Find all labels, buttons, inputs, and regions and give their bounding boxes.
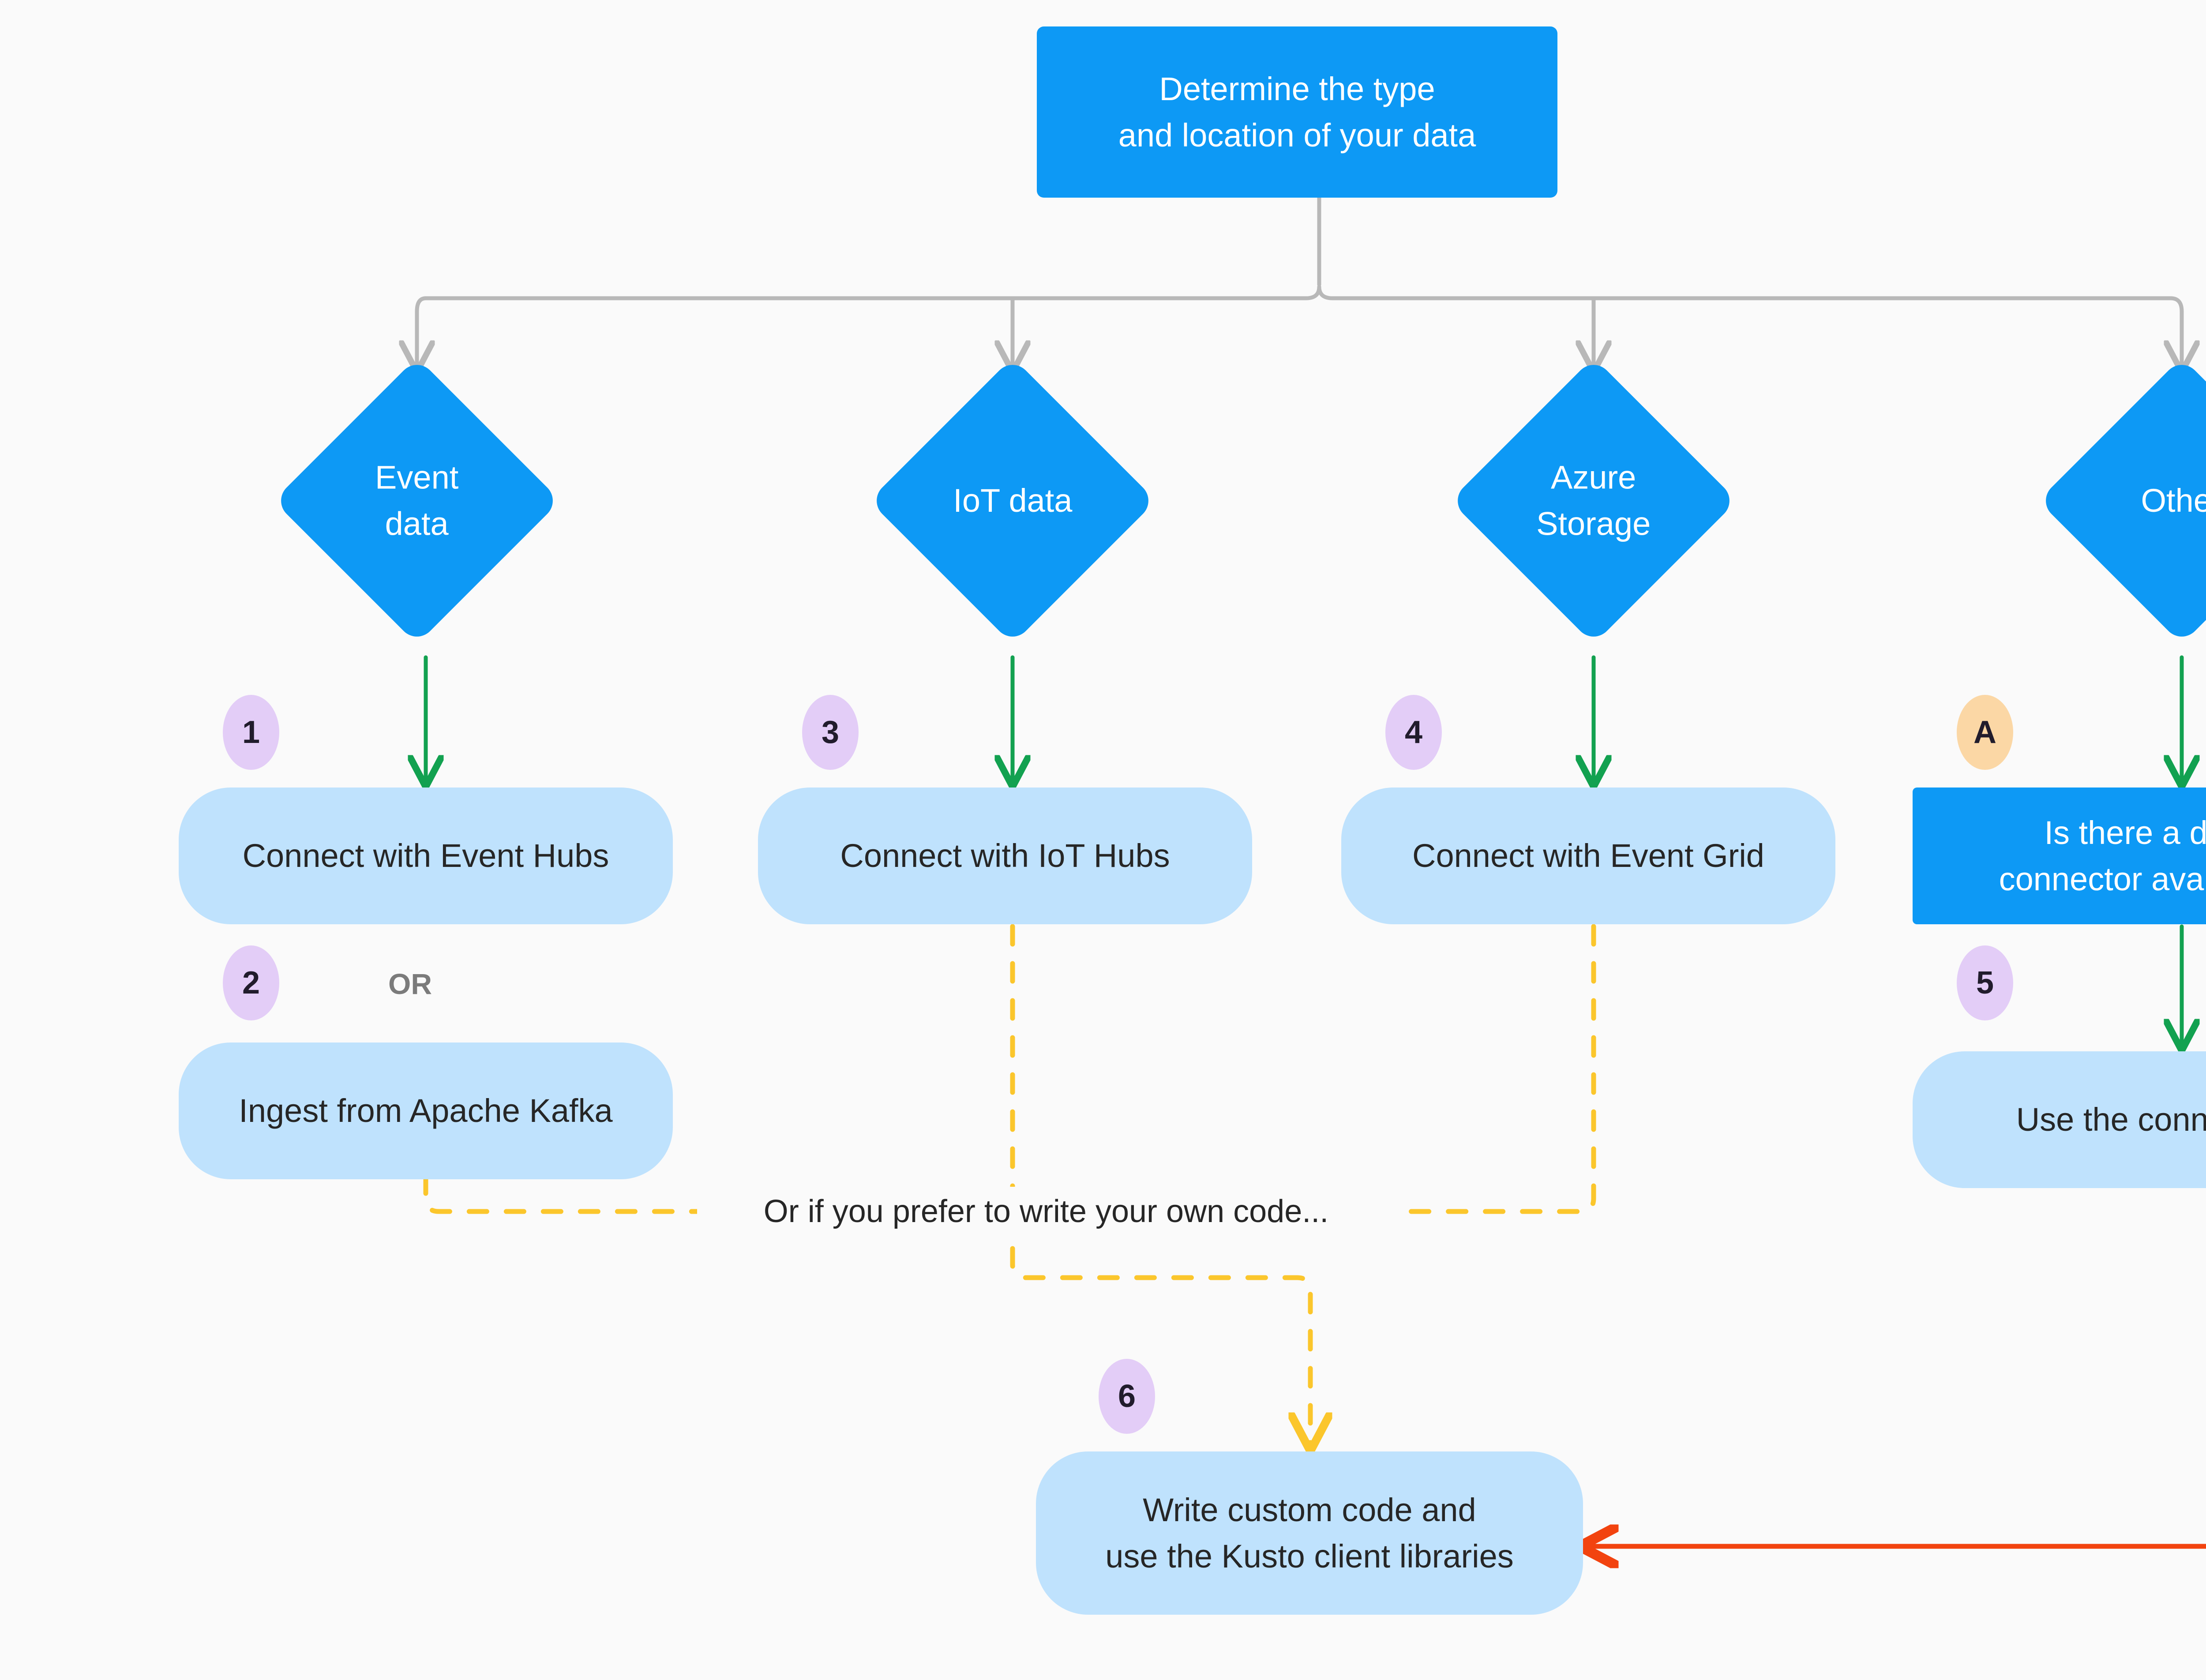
node-label: Ingest from Apache Kafka [239, 1092, 613, 1129]
edge-to-custom-code [1010, 1209, 1310, 1449]
edge-label-custom-code-note-text: Or if you prefer to write your own code.… [763, 1194, 1329, 1229]
node-use-the-connector[interactable]: Use the connector [1913, 1051, 2206, 1188]
badge-label: 4 [1404, 715, 1423, 750]
edge-root-split [417, 195, 2182, 371]
edge-no-path [1582, 851, 2206, 1546]
node-label: Connect with IoT Hubs [840, 837, 1170, 874]
badge-a: A [1957, 695, 2013, 770]
edge-event-grid-to-custom-branch [1317, 924, 1596, 1214]
node-label-line2: and location of your data [1118, 117, 1476, 154]
node-is-there-a-data-connector[interactable]: Is there a data connector available? [1913, 788, 2206, 924]
node-iot-data-label-wrap: IoT data [953, 477, 1072, 524]
node-connect-with-iot-hubs[interactable]: Connect with IoT Hubs [758, 788, 1252, 924]
edge-label-custom-code-note: Or if you prefer to write your own code.… [697, 1187, 1395, 1236]
badge-label: 1 [242, 715, 260, 750]
node-write-custom-code[interactable]: Write custom code and use the Kusto clie… [1036, 1451, 1583, 1615]
node-label: Connect with Event Grid [1412, 837, 1764, 874]
edge-label-or: OR [388, 964, 432, 1004]
node-determine-type-location[interactable]: Determine the type and location of your … [1037, 26, 1557, 198]
node-iot-data[interactable]: IoT data [869, 357, 1156, 645]
node-label-line1: IoT data [953, 482, 1073, 519]
node-ingest-from-apache-kafka[interactable]: Ingest from Apache Kafka [179, 1042, 673, 1179]
node-label-line1: Other [2141, 482, 2206, 519]
badge-label: 3 [821, 715, 840, 750]
node-other[interactable]: Other [2038, 357, 2206, 645]
node-other-label-wrap: Other [2141, 477, 2206, 524]
node-label-line2: use the Kusto client libraries [1105, 1538, 1514, 1575]
node-label-line1: Is there a data [2044, 814, 2206, 851]
edge-label-or-text: OR [388, 968, 432, 1000]
node-label-line2: data [385, 505, 449, 542]
node-connect-with-event-grid[interactable]: Connect with Event Grid [1341, 788, 1835, 924]
badge-4: 4 [1385, 695, 1442, 770]
badge-label: A [1973, 715, 1996, 750]
node-label-line1: Event [375, 459, 459, 496]
badge-6: 6 [1099, 1359, 1155, 1434]
badge-label: 6 [1118, 1379, 1136, 1414]
node-event-data-label-wrap: Event data [375, 454, 458, 547]
badge-label: 5 [1976, 965, 1994, 1001]
node-label-line2: Storage [1536, 506, 1651, 542]
node-label: Use the connector [2016, 1101, 2206, 1138]
node-label-line1: Determine the type [1159, 70, 1435, 107]
node-label-line1: Azure [1551, 459, 1636, 496]
node-azure-storage-label-wrap: Azure Storage [1536, 454, 1651, 547]
node-connect-with-event-hubs[interactable]: Connect with Event Hubs [179, 788, 673, 924]
badge-1: 1 [223, 695, 279, 770]
node-label-line2: connector available? [1999, 861, 2206, 897]
badge-2: 2 [223, 945, 279, 1020]
badge-label: 2 [242, 965, 260, 1001]
node-label: Connect with Event Hubs [242, 837, 609, 874]
node-label-line1: Write custom code and [1143, 1491, 1476, 1528]
node-event-data[interactable]: Event data [273, 357, 561, 645]
badge-3: 3 [802, 695, 859, 770]
node-azure-storage[interactable]: Azure Storage [1450, 357, 1737, 645]
badge-5: 5 [1957, 945, 2013, 1020]
